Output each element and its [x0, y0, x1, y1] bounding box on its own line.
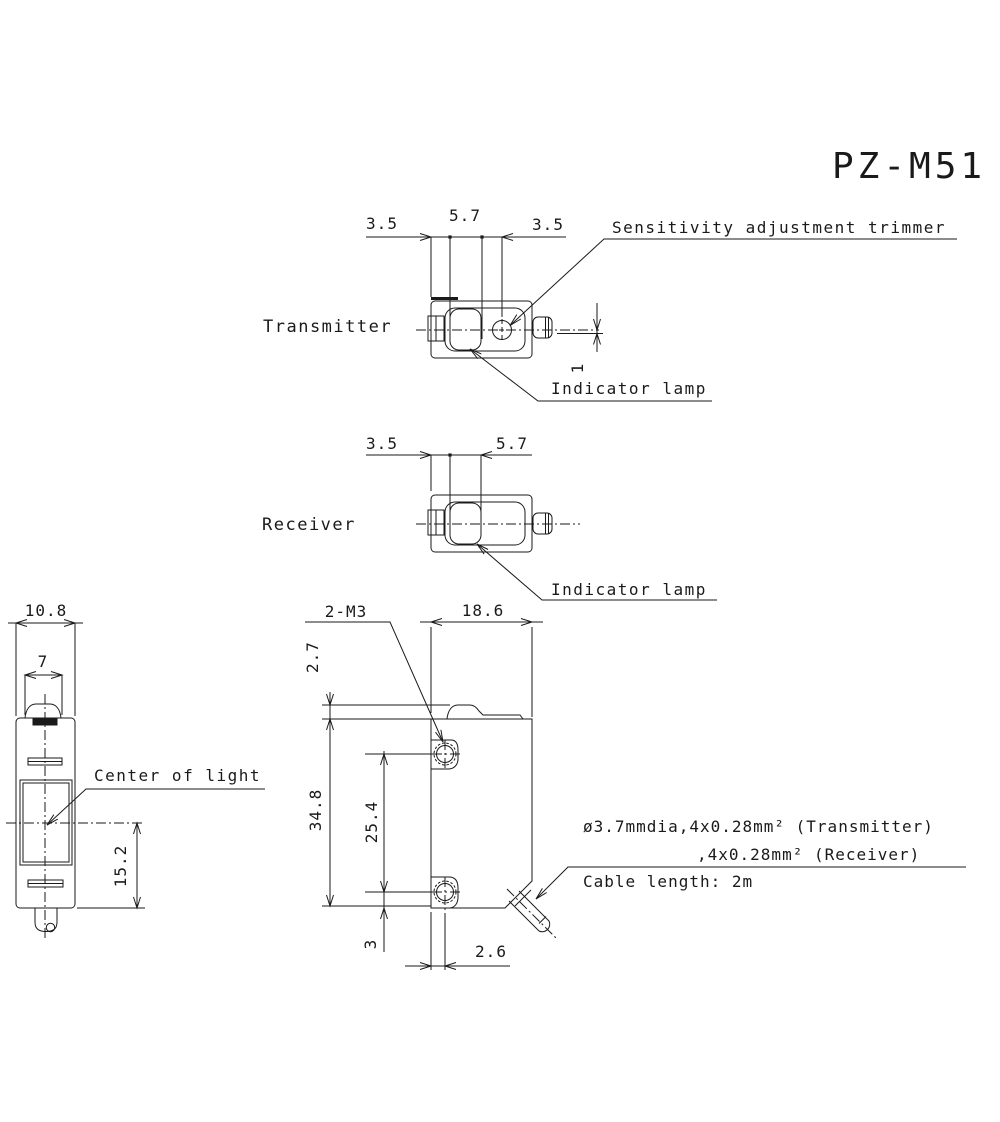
receiver-dim-left: 3.5 — [366, 434, 398, 453]
cable-boot-line — [514, 889, 532, 907]
sensitivity-trimmer-callout: Sensitivity adjustment trimmer — [612, 218, 946, 237]
transmitter-lens — [449, 308, 482, 351]
arrowhead — [50, 671, 64, 679]
arrowhead — [509, 314, 522, 326]
receiver-view-label: Receiver — [262, 515, 356, 535]
m3-leader — [305, 621, 444, 743]
arrowhead — [500, 233, 514, 241]
dim-tick — [448, 453, 452, 457]
front-dim-mounting-holes: 2-M3 — [324, 602, 368, 621]
arrowhead — [63, 619, 77, 627]
arrowhead — [479, 451, 493, 459]
side-dim-width: 10.8 — [24, 601, 68, 620]
arrowhead — [46, 814, 59, 826]
arrowhead — [535, 888, 547, 900]
receiver-lens — [449, 502, 482, 545]
cable-end-tick — [538, 916, 547, 924]
dim-tick — [480, 235, 484, 239]
arrowhead — [380, 906, 388, 920]
cable-spec-receiver: ,4x0.28mm² (Receiver) — [697, 845, 921, 864]
arrowhead — [593, 318, 601, 332]
transmitter-dim-right: 3.5 — [532, 215, 564, 234]
front-dim-height: 34.8 — [306, 788, 325, 832]
front-dim-width: 18.6 — [461, 601, 505, 620]
front-body — [430, 718, 533, 909]
side-cable — [34, 908, 58, 933]
front-view — [305, 618, 966, 970]
arrowhead — [380, 752, 388, 766]
arrowhead — [419, 233, 433, 241]
arrowhead — [419, 451, 433, 459]
arrowhead — [435, 729, 444, 743]
front-dim-hole-to-bottom: 3 — [361, 938, 380, 950]
transmitter-view-label: Transmitter — [263, 317, 393, 337]
lamp-leader — [476, 543, 717, 601]
arrowhead — [380, 880, 388, 894]
arrowhead — [23, 671, 37, 679]
cable-centerline — [506, 888, 557, 939]
arrowhead — [593, 331, 601, 345]
side-view — [6, 619, 265, 938]
transmitter-connector — [532, 316, 553, 339]
cable-length-callout: Cable length: 2m — [583, 872, 754, 891]
side-dim-lens-width: 7 — [37, 652, 49, 671]
arrowhead — [419, 962, 433, 970]
cable-leader — [535, 866, 966, 900]
dim-tick — [448, 235, 452, 239]
transmitter-top-view — [366, 233, 957, 402]
arrowhead — [469, 348, 482, 360]
trimmer-leader — [509, 238, 957, 326]
arrowhead — [326, 693, 334, 707]
arrowhead — [429, 618, 443, 626]
center-of-light-callout: Center of light — [94, 766, 261, 785]
cable-spec-transmitter: ø3.7mmdia,4x0.28mm² (Transmitter) — [583, 817, 934, 836]
drawing-title: PZ-M51 — [832, 146, 987, 187]
front-dim-hole-pitch: 25.4 — [362, 800, 381, 844]
arrowhead — [133, 896, 141, 910]
receiver-top-view — [366, 451, 717, 601]
arrowhead — [520, 618, 534, 626]
arrowhead — [133, 821, 141, 835]
front-trimmer-dome — [446, 704, 524, 720]
arrowhead — [326, 717, 334, 731]
receiver-lamp-callout: Indicator lamp — [551, 580, 707, 599]
arrowhead — [443, 962, 457, 970]
front-cable — [506, 888, 557, 939]
arrowhead — [14, 619, 28, 627]
arrowhead — [326, 894, 334, 908]
mounting-boss-bottom — [431, 876, 459, 909]
arrowhead — [476, 543, 489, 555]
lamp-leader — [469, 348, 712, 402]
cable-wire-end — [45, 922, 56, 933]
transmitter-lamp-callout: Indicator lamp — [551, 379, 707, 398]
transmitter-dim-left: 3.5 — [366, 214, 398, 233]
trimmer-dome — [24, 703, 62, 719]
front-dim-trimmer-height: 2.7 — [303, 641, 322, 673]
front-dim-hole-offset: 2.6 — [475, 942, 507, 961]
receiver-dim-right: 5.7 — [496, 434, 528, 453]
side-dim-center-to-bottom: 15.2 — [111, 844, 130, 888]
center-of-light-leader — [46, 788, 265, 826]
transmitter-dim-middle: 5.7 — [449, 206, 481, 225]
